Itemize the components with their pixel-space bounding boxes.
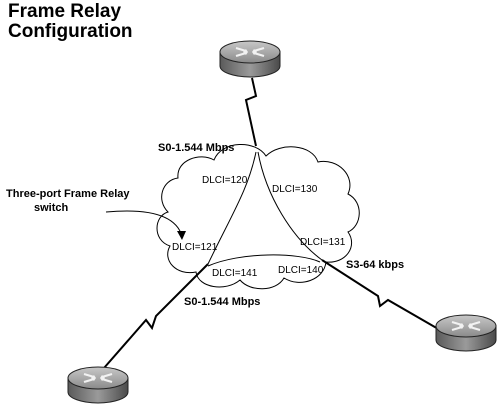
serial-link-bottom-left xyxy=(103,263,209,369)
title-line-2: Configuration xyxy=(8,21,133,42)
dlci-131: DLCI=131 xyxy=(300,237,346,248)
dlci-141: DLCI=141 xyxy=(212,268,258,279)
switch-pointer-arrowhead xyxy=(177,231,186,240)
pvc-141-140 xyxy=(207,254,321,267)
serial-link-top xyxy=(244,77,258,147)
dlci-121: DLCI=121 xyxy=(172,242,218,253)
link-label-right: S3-64 kbps xyxy=(346,259,404,271)
switch-label-line-2: switch xyxy=(34,202,69,214)
diagram-title: Frame Relay Configuration xyxy=(8,2,133,42)
link-label-top: S0-1.544 Mbps xyxy=(158,142,234,154)
router-icon xyxy=(66,365,130,404)
dlci-140: DLCI=140 xyxy=(278,265,324,276)
switch-label-line-1: Three-port Frame Relay xyxy=(6,188,130,200)
link-label-bottom-left: S0-1.544 Mbps xyxy=(184,296,260,308)
frame-relay-cloud-icon xyxy=(156,143,360,290)
pvc-120-121 xyxy=(207,151,257,265)
dlci-130: DLCI=130 xyxy=(272,184,318,195)
switch-pointer-arrow xyxy=(105,210,183,237)
serial-link-right xyxy=(321,259,441,331)
title-line-1: Frame Relay xyxy=(8,1,122,22)
dlci-120: DLCI=120 xyxy=(202,175,248,186)
router-icon xyxy=(218,39,282,79)
pvc-130-131 xyxy=(257,151,323,261)
router-icon xyxy=(434,313,498,353)
